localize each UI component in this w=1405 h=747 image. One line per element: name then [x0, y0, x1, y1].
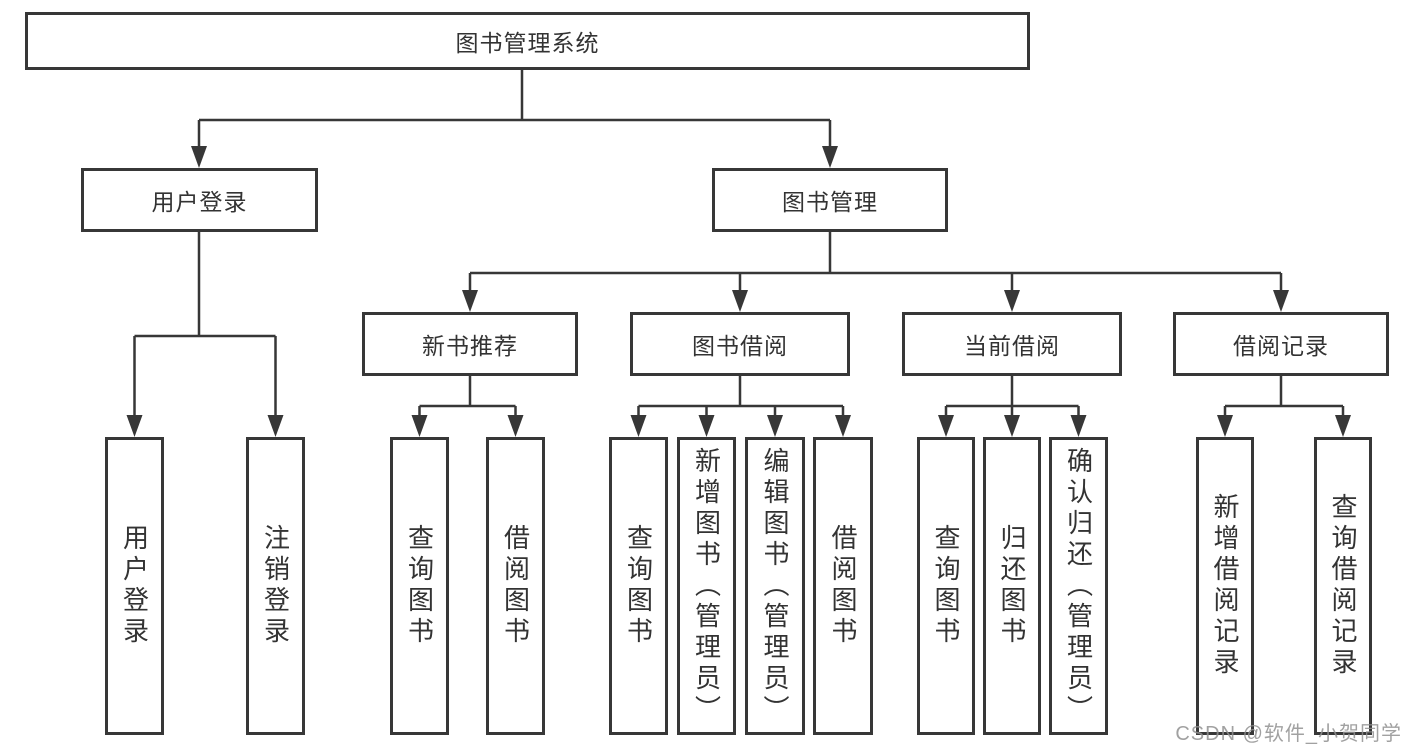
- leaf-borrow-books-recommend: 借阅图书: [486, 437, 545, 735]
- leaf-confirm-return-admin: 确认归还（管理员）: [1049, 437, 1108, 735]
- node-book-management: 图书管理: [712, 168, 948, 232]
- node-label: 注销登录: [260, 524, 291, 648]
- leaf-query-books-recommend: 查询图书: [390, 437, 449, 735]
- node-label: 查询借阅记录: [1328, 493, 1358, 679]
- node-user-login: 用户登录: [81, 168, 318, 232]
- node-label: 借阅图书: [500, 524, 531, 648]
- node-book-borrow: 图书借阅: [630, 312, 850, 376]
- node-borrow-records: 借阅记录: [1173, 312, 1389, 376]
- node-label: 当前借阅: [964, 333, 1060, 359]
- node-label: 新增借阅记录: [1210, 493, 1240, 679]
- node-label: 查询图书: [404, 524, 435, 648]
- node-label: 图书借阅: [692, 333, 788, 359]
- leaf-add-borrow-record: 新增借阅记录: [1196, 437, 1254, 735]
- node-label: 图书管理: [782, 189, 878, 215]
- node-label: 编辑图书（管理员）: [760, 446, 790, 726]
- arrowhead-icons: [126, 146, 1351, 437]
- node-label: 图书管理系统: [455, 30, 600, 56]
- node-label: 新增图书（管理员）: [691, 446, 722, 726]
- leaf-add-book-admin: 新增图书（管理员）: [677, 437, 736, 735]
- leaf-user-login: 用户登录: [105, 437, 164, 735]
- node-label: 新书推荐: [422, 333, 518, 359]
- csdn-watermark: CSDN @软件_小贺同学: [1175, 723, 1402, 745]
- node-current-borrow: 当前借阅: [902, 312, 1122, 376]
- leaf-logout: 注销登录: [246, 437, 305, 735]
- node-label: 确认归还（管理员）: [1063, 446, 1094, 726]
- leaf-query-borrow-record: 查询借阅记录: [1314, 437, 1372, 735]
- leaf-return-book: 归还图书: [983, 437, 1041, 735]
- leaf-edit-book-admin: 编辑图书（管理员）: [745, 437, 805, 735]
- leaf-query-books-borrow: 查询图书: [609, 437, 668, 735]
- node-library-system: 图书管理系统: [25, 12, 1030, 70]
- node-label: 查询图书: [931, 524, 961, 648]
- leaf-borrow-books: 借阅图书: [813, 437, 873, 735]
- node-label: 借阅记录: [1233, 333, 1329, 359]
- node-label: 用户登录: [119, 524, 150, 648]
- leaf-query-books-current: 查询图书: [917, 437, 975, 735]
- node-label: 归还图书: [997, 524, 1027, 648]
- node-label: 查询图书: [623, 524, 654, 648]
- node-new-book-recommend: 新书推荐: [362, 312, 578, 376]
- node-label: 借阅图书: [828, 524, 858, 648]
- node-label: 用户登录: [151, 189, 248, 215]
- connector-lines: [133, 70, 1345, 433]
